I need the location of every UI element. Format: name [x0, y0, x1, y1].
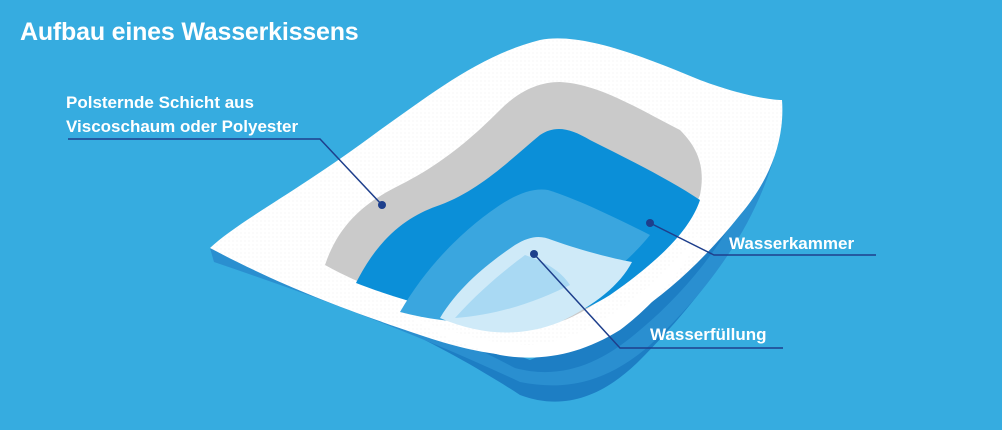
diagram-title: Aufbau eines Wasserkissens — [20, 18, 359, 46]
label-water-filling: Wasserfüllung — [650, 325, 767, 344]
water-filling-highlight — [455, 255, 570, 318]
label-padding-layer: Polsternde Schicht aus Viscoschaum oder … — [66, 91, 298, 139]
leader-dot-filling — [530, 250, 538, 258]
label-padding-layer-line1: Polsternde Schicht aus — [66, 93, 254, 112]
label-water-chamber: Wasserkammer — [729, 234, 855, 253]
pillow-bottom-lip — [400, 232, 700, 358]
leader-line-padding — [68, 138, 383, 206]
leader-line-filling — [533, 253, 783, 349]
label-padding-layer-line2: Viscoschaum oder Polyester — [66, 117, 299, 136]
leader-dot-padding — [378, 201, 386, 209]
leader-line-chamber — [649, 222, 876, 256]
leader-dot-chamber — [646, 219, 654, 227]
